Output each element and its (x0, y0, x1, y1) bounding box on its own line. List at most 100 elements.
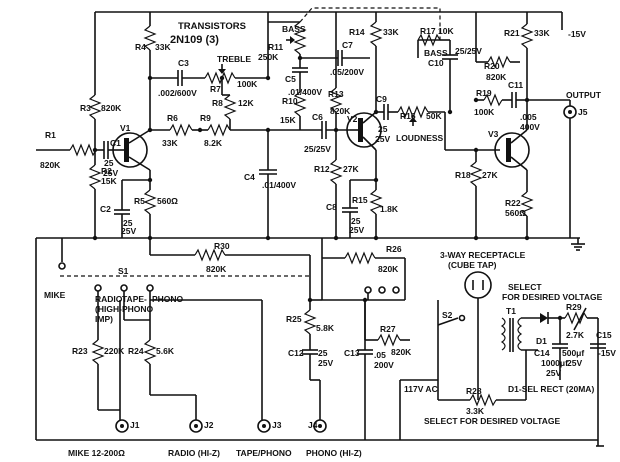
r8-resistor (221, 78, 237, 130)
c2-voltage: 25V (121, 226, 136, 236)
tape-label-1: TAPE- (122, 294, 147, 304)
c1-capacitor (100, 141, 116, 159)
r18-value: 27K (482, 170, 498, 180)
c15-value: 500μf (562, 348, 584, 358)
r5-label: R5 (134, 196, 145, 206)
r14-value: 33K (383, 27, 399, 37)
c9-label: C9 (376, 94, 387, 104)
c2-label: C2 (100, 204, 111, 214)
c8-capacitor (342, 179, 376, 238)
receptacle-label-1: 3-WAY RECEPTACLE (440, 250, 526, 260)
r25-label: R25 (286, 314, 302, 324)
c14-capacitor (552, 318, 568, 380)
c8-value: 25 (351, 216, 361, 226)
c10-capacitor (442, 54, 458, 112)
output-label: OUTPUT (566, 90, 602, 100)
c3-label: C3 (178, 58, 189, 68)
c14-label: C14 (534, 348, 550, 358)
r4-label: R4 (135, 42, 146, 52)
bottom-rail (35, 238, 604, 447)
select-top-1: SELECT (508, 282, 542, 292)
c9-capacitor (376, 104, 398, 120)
r17-bass-pot (417, 33, 451, 58)
r1-resistor (36, 143, 100, 157)
mike-contact (58, 262, 66, 270)
c7-label: C7 (342, 40, 353, 50)
r5-value: 560Ω (157, 196, 178, 206)
j2-label: J2 (204, 420, 214, 430)
j3-jack (150, 299, 271, 433)
r27-resistor (322, 299, 410, 347)
tape-contact (120, 284, 128, 292)
j3-label: J3 (272, 420, 282, 430)
c7-capacitor (300, 50, 370, 66)
j4-label: J4 (308, 420, 318, 430)
jack-mike-label: MIKE 12-200Ω (68, 448, 125, 458)
v3-label: V3 (488, 129, 499, 139)
s2-label: S2 (442, 310, 453, 320)
r21-label: R21 (504, 28, 520, 38)
v3-transistor (444, 112, 530, 171)
r27-label: R27 (380, 324, 396, 334)
c11-label: C11 (508, 80, 523, 90)
c7-value: .05/200V (330, 67, 364, 77)
t1-transformer (477, 306, 540, 352)
c15-capacitor (590, 343, 606, 349)
c9-voltage: 25V (375, 134, 390, 144)
j2-jack (189, 419, 203, 433)
r13-label: R13 (328, 89, 344, 99)
r1-label: R1 (45, 130, 56, 140)
r2-resistor (88, 150, 102, 238)
c1-value: 25 (104, 158, 114, 168)
r21-resistor (520, 12, 534, 130)
radio-label-2: (HIGH- (95, 304, 122, 314)
t1-label: T1 (506, 306, 516, 316)
ac-input (399, 330, 479, 440)
r16-loudness-pot (397, 105, 445, 126)
c2-value: 25 (123, 218, 133, 228)
r3-value: 820K (101, 103, 122, 113)
r16-label: R16 (400, 111, 416, 121)
r6-value: 33K (162, 138, 178, 148)
bass-label: BASS (282, 24, 306, 34)
j1-label: J1 (130, 420, 140, 430)
r24-label: R24 (128, 346, 144, 356)
v1-label: V1 (120, 123, 131, 133)
c6-label: C6 (312, 112, 323, 122)
j1-jack (115, 300, 129, 433)
select-top-2: FOR DESIRED VOLTAGE (502, 292, 603, 302)
r26-value: 820K (378, 264, 399, 274)
r11-label: R11 (268, 42, 283, 52)
r8-value: 12K (238, 98, 254, 108)
c15-voltage: 25V (567, 358, 582, 368)
r25-value: 5.8K (316, 323, 335, 333)
c4-value: .01/400V (262, 180, 296, 190)
r3-label: R3 (80, 103, 91, 113)
r23-resistor (91, 291, 120, 411)
c14-voltage: 25V (546, 368, 561, 378)
c10-value: 25/25V (455, 46, 482, 56)
r27-value: 820K (391, 347, 412, 357)
c5-capacitor (292, 62, 308, 80)
c12-label: C12 (288, 348, 304, 358)
output-jack-label: J5 (578, 107, 588, 117)
r17-label: R17 (420, 26, 436, 36)
r12-value: 27K (343, 164, 359, 174)
r28-label: R28 (466, 386, 482, 396)
r2-label: R2 (101, 166, 112, 176)
r10-label: R10 (282, 96, 298, 106)
receptacle (464, 271, 492, 306)
selector-contacts (364, 286, 400, 300)
r29-label: R29 (566, 302, 582, 312)
radio-label-3: IMP) (95, 314, 113, 324)
r15-label: R15 (352, 195, 368, 205)
s2-switch (437, 300, 466, 380)
r15-value: 1.8K (380, 204, 399, 214)
r7-treble-pot (204, 64, 268, 85)
ganged-bass-link (299, 7, 441, 40)
ac-label: 117V AC (404, 384, 438, 394)
r30-value: 820K (206, 264, 227, 274)
c11-value: .005 (520, 112, 537, 122)
c12-value: 25 (318, 348, 328, 358)
c5-label: C5 (285, 74, 296, 84)
